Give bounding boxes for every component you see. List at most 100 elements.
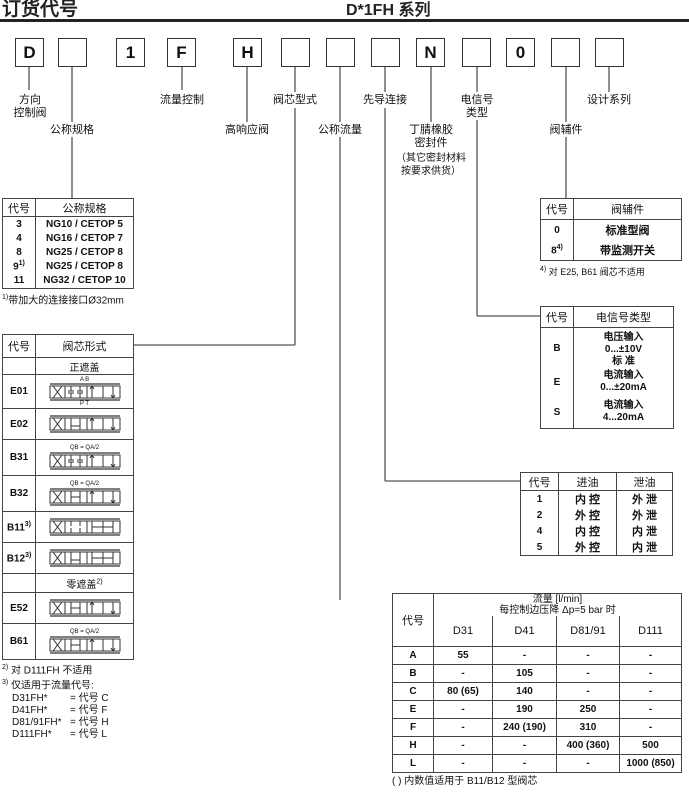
accessory-value: 带监测开关	[573, 240, 682, 261]
code-box-signal[interactable]	[462, 38, 491, 67]
label-nominal-flow: 公称流量	[318, 124, 362, 136]
valve-symbol-b11	[48, 518, 121, 536]
code-box-accessory[interactable]	[551, 38, 580, 67]
flow-row: L---1000 (850)	[392, 753, 682, 773]
code-box-size[interactable]	[58, 38, 87, 67]
pilot-header-out: 泄油	[616, 472, 673, 491]
pilot-in: 内 控	[558, 523, 617, 539]
code-box-nominal-flow[interactable]	[326, 38, 355, 67]
pilot-code: 1	[520, 490, 559, 507]
mapping-row: D31FH*= 代号 C	[2, 693, 134, 705]
signal-code: E	[540, 368, 574, 396]
flow-value: 1000 (850)	[619, 753, 682, 773]
mapping-eq: = 代号 H	[70, 716, 109, 728]
flow-value: -	[619, 681, 682, 701]
flow-row: F-240 (190)310-	[392, 717, 682, 737]
signal-line: 标 准	[612, 355, 635, 367]
flow-row: H--400 (360)500	[392, 735, 682, 755]
flow-value: -	[619, 717, 682, 737]
size-code: 3	[2, 216, 36, 231]
flow-value: -	[492, 645, 557, 665]
spool-symbol-cell	[35, 511, 134, 543]
size-value: NG32 / CETOP 10	[35, 273, 134, 289]
code-box-seal: N	[416, 38, 445, 67]
valve-symbol-b31	[48, 452, 121, 470]
flow-value: -	[556, 753, 620, 773]
size-value: NG25 / CETOP 8	[35, 245, 134, 259]
code-box-pilot[interactable]	[371, 38, 400, 67]
signal-code: B	[540, 327, 574, 368]
spool-code-cell: B113)	[2, 511, 36, 543]
flow-value: 500	[619, 735, 682, 755]
flow-code: A	[392, 645, 434, 665]
spool-ports-bottom: P T	[79, 400, 90, 407]
mapping-eq: = 代号 F	[70, 704, 108, 716]
flow-header-title: 流量 [l/min]每控制边压降 Δp=5 bar 时	[433, 593, 682, 616]
flow-title-1: 流量 [l/min]	[532, 594, 583, 605]
spool-group-zero-sup: 2)	[96, 578, 103, 586]
mapping-row: D111FH*= 代号 L	[2, 729, 134, 741]
signal-header-type: 电信号类型	[573, 306, 674, 328]
code-box-0: 0	[506, 38, 535, 67]
accessory-code: 8	[551, 245, 557, 257]
mapping-eq: = 代号 C	[70, 692, 109, 704]
valve-symbol-e52	[48, 599, 121, 617]
flow-value: -	[433, 753, 493, 773]
size-code: 11	[2, 273, 36, 289]
mapping-row: D81/91FH*= 代号 H	[2, 717, 134, 729]
pilot-out: 内 泄	[616, 523, 673, 539]
flow-value: 140	[492, 681, 557, 701]
label-pilot-connection: 先导连接	[363, 94, 407, 106]
header-rule	[0, 19, 689, 22]
spool-header-type: 阀芯形式	[35, 334, 134, 358]
size-code: 9	[13, 261, 19, 273]
flow-value: 190	[492, 699, 557, 719]
pilot-code: 4	[520, 523, 559, 539]
spool-symbol-cell: QB = QA/2	[35, 475, 134, 512]
spool-group-zero-cell: 零遮盖2)	[35, 573, 134, 593]
spool-symbol-cell: QB = QA/2	[35, 623, 134, 660]
flow-value: 250	[556, 699, 620, 719]
flow-value: -	[492, 753, 557, 773]
flow-col-header: D31	[433, 616, 493, 647]
flow-code: H	[392, 735, 434, 755]
signal-line: 4...20mA	[602, 412, 645, 423]
code-box-high-response: H	[233, 38, 262, 67]
spool-code-cell: B123)	[2, 542, 36, 574]
code-box-design-series[interactable]	[595, 38, 624, 67]
flow-title-2: 每控制边压降 Δp=5 bar 时	[499, 605, 616, 616]
label-seal-note: （其它密封材料 按要求供货）	[396, 153, 466, 177]
flow-value: -	[619, 663, 682, 683]
footnote-text: 对 D111FH 不适用	[11, 665, 93, 677]
flow-value: -	[556, 663, 620, 683]
accessory-footnote: 4) 对 E25, B61 阀芯不适用	[540, 264, 682, 278]
pilot-out: 外 泄	[616, 507, 673, 523]
flow-code: L	[392, 753, 434, 773]
valve-symbol-b61	[48, 636, 121, 654]
pilot-in: 外 控	[558, 539, 617, 556]
label-design-series: 设计系列	[587, 94, 631, 106]
spool-code: E52	[2, 592, 36, 624]
flow-value: -	[556, 681, 620, 701]
spool-code: E02	[2, 408, 36, 440]
spool-code: B61	[2, 623, 36, 660]
spool-header-code: 代号	[2, 334, 36, 358]
spool-code: E01	[2, 374, 36, 409]
flow-value: -	[433, 699, 493, 719]
spool-note: QB = QA/2	[69, 629, 100, 635]
size-value: NG10 / CETOP 5	[35, 216, 134, 231]
valve-symbol-e02	[48, 415, 121, 433]
size-footnote-text: 带加大的连接接口Ø32mm	[8, 295, 124, 307]
label-flow-control: 流量控制	[160, 94, 204, 106]
flow-value: -	[492, 735, 557, 755]
spool-code: B31	[2, 439, 36, 476]
code-box-spool[interactable]	[281, 38, 310, 67]
accessory-header-name: 阀辅件	[573, 198, 682, 220]
label-direction: 方向 控制阀	[13, 94, 47, 119]
